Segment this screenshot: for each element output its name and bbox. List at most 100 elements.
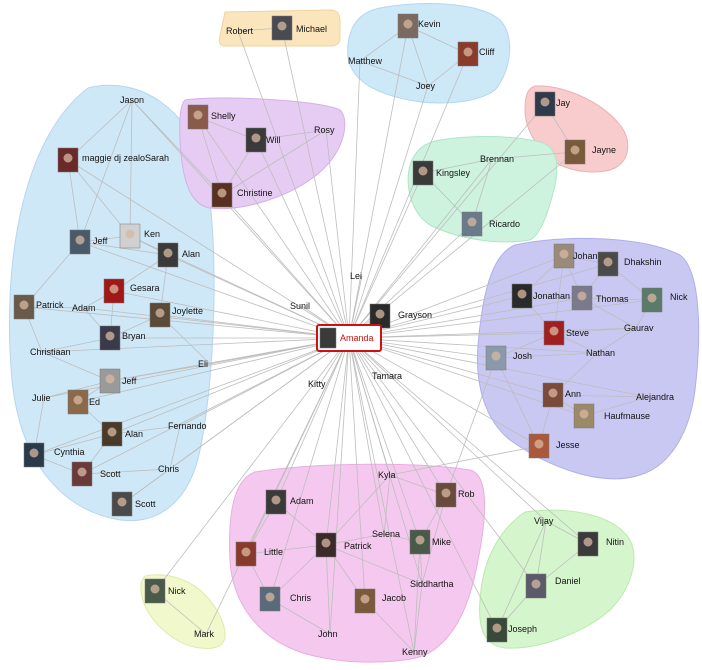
node-label: Adam [72,303,96,313]
node-jonathan[interactable]: Jonathan [511,283,570,309]
node-cynthia[interactable]: Cynthia [23,442,85,468]
node-gaurav[interactable]: Gaurav [624,323,654,333]
edge-amanda-mike [348,337,421,543]
node-jeff2[interactable]: Jeff [99,368,137,394]
node-photo-face [321,538,331,548]
node-johan[interactable]: Johan [553,243,598,269]
edge-amanda-kenny [348,337,415,653]
node-photo-face [105,374,115,384]
node-cliff[interactable]: Cliff [457,41,495,67]
node-steve[interactable]: Steve [543,320,589,346]
node-alejandra[interactable]: Alejandra [636,392,674,402]
edge-amanda-kingsley [348,172,424,339]
node-photo-face [647,293,657,303]
node-label: Kevin [418,19,441,29]
node-selena[interactable]: Selena [372,529,400,539]
node-nick1[interactable]: Nick [641,287,688,313]
node-grayson[interactable]: Grayson [369,303,432,329]
edge-thomas-nick1 [581,297,653,301]
node-mark[interactable]: Mark [194,629,214,639]
node-chris1[interactable]: Chris [158,464,180,474]
node-photo-face [441,488,451,498]
node-mike[interactable]: Mike [409,529,451,555]
node-alan2[interactable]: Alan [101,421,143,447]
edge-amanda-michael [281,27,350,339]
node-ed[interactable]: Ed [67,389,100,415]
node-shelly[interactable]: Shelly [187,104,236,130]
node-patrick1[interactable]: Patrick [13,294,64,320]
node-alan1[interactable]: Alan [157,242,200,268]
node-dhakshin[interactable]: Dhakshin [597,251,662,277]
node-siddhartha[interactable]: Siddhartha [410,579,454,589]
node-label: Jeff [93,236,108,246]
node-kyla[interactable]: Kyla [378,470,396,480]
node-julie[interactable]: Julie [32,393,51,403]
node-label: Jayne [592,145,616,155]
node-sunil[interactable]: Sunil [290,301,310,311]
node-rob[interactable]: Rob [435,482,475,508]
center-node-amanda[interactable]: Amanda [316,324,382,352]
node-nathan[interactable]: Nathan [586,348,615,358]
edge-amanda-daniel [348,337,537,587]
edge-amanda-robert [237,30,350,339]
node-ann[interactable]: Ann [542,382,581,408]
node-tamara[interactable]: Tamara [372,371,402,381]
node-brennan[interactable]: Brennan [480,154,514,164]
node-jacob[interactable]: Jacob [354,588,406,614]
node-ricardo[interactable]: Ricardo [461,211,520,237]
node-joey[interactable]: Joey [416,81,436,91]
node-eli[interactable]: Eli [198,359,208,369]
node-label: Alan [182,249,200,259]
edge-amanda-shelly [197,116,350,339]
node-scott2[interactable]: Scott [111,491,156,517]
node-lei[interactable]: Lei [350,271,362,281]
node-vijay[interactable]: Vijay [534,516,554,526]
node-maggie[interactable]: maggie dj zealoSarah [57,147,169,173]
node-will[interactable]: Will [245,127,281,153]
node-jay[interactable]: Jay [534,91,571,117]
node-kitty[interactable]: Kitty [308,379,326,389]
cluster-blue-top [347,3,511,104]
node-daniel[interactable]: Daniel [525,573,581,599]
node-little[interactable]: Little [235,541,283,567]
node-ken[interactable]: Ken [119,223,160,249]
node-josh[interactable]: Josh [485,345,532,371]
node-michael[interactable]: Michael [271,15,327,41]
node-adam2[interactable]: Adam [265,489,314,515]
node-robert[interactable]: Robert [226,26,254,36]
node-label: Jacob [382,593,406,603]
node-fernando[interactable]: Fernando [168,421,207,431]
node-nitin[interactable]: Nitin [577,531,624,557]
node-photo-face [492,623,502,633]
node-gesara[interactable]: Gesara [103,278,160,304]
node-label: Will [266,135,281,145]
node-john[interactable]: John [318,629,338,639]
node-jeff1[interactable]: Jeff [69,229,108,255]
node-joylette[interactable]: Joylette [149,302,203,328]
node-christiaan[interactable]: Christiaan [30,347,71,357]
edge-amanda-mark [205,337,350,635]
node-patrick2[interactable]: Patrick [315,532,372,558]
node-haufmause[interactable]: Haufmause [573,403,650,429]
node-label: Kitty [308,379,326,389]
node-joseph[interactable]: Joseph [486,617,537,643]
edge-rob-siddhartha [421,494,447,585]
node-chris2[interactable]: Chris [259,586,312,612]
node-christine[interactable]: Christine [211,182,273,208]
node-nick2[interactable]: Nick [144,578,186,604]
node-label: Dhakshin [624,257,662,267]
node-kenny[interactable]: Kenny [402,647,428,657]
node-adam1[interactable]: Adam [72,303,96,313]
node-label: Alejandra [636,392,674,402]
node-thomas[interactable]: Thomas [571,285,629,311]
node-jesse[interactable]: Jesse [528,433,580,459]
node-kingsley[interactable]: Kingsley [412,160,471,186]
node-rosy[interactable]: Rosy [314,125,335,135]
node-jason[interactable]: Jason [120,95,144,105]
node-scott1[interactable]: Scott [71,461,121,487]
node-jayne[interactable]: Jayne [564,139,616,165]
node-matthew[interactable]: Matthew [348,56,383,66]
node-bryan[interactable]: Bryan [99,325,146,351]
edge-vijay-joseph [496,520,547,631]
node-kevin[interactable]: Kevin [397,13,441,39]
